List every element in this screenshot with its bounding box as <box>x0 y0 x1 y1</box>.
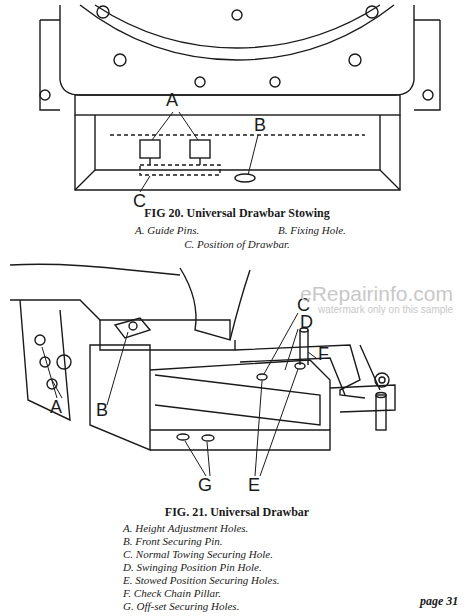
callout-letter: D <box>300 313 313 333</box>
legend-line: D. Swinging Position Pin Hole. <box>123 561 262 573</box>
callout-letter: A <box>50 398 62 418</box>
legend-line: G. Off-set Securing Holes. <box>123 600 239 612</box>
fig20-leader-lines <box>140 112 258 192</box>
legend-line: C. Normal Towing Securing Hole. <box>123 548 273 560</box>
callout-letter: C <box>133 192 146 212</box>
callout-letter: A <box>166 91 178 111</box>
legend-line: E. Stowed Position Securing Holes. <box>123 574 279 586</box>
legend-line: B. Fixing Hole. <box>278 224 346 236</box>
legend-line: A. Height Adjustment Holes. <box>123 522 248 534</box>
callout-letter: E <box>248 476 260 496</box>
fig21-leader-lines <box>42 313 316 476</box>
legend-line: F. Check Chain Pillar. <box>123 587 221 599</box>
fig20-housing <box>40 5 440 190</box>
callout-letter: F <box>318 345 329 365</box>
figure-caption: FIG 20. Universal Drawbar Stowing <box>144 207 329 220</box>
callout-letter: G <box>198 476 212 496</box>
legend-line: B. Front Securing Pin. <box>123 535 223 547</box>
figure-caption: FIG. 21. Universal Drawbar <box>165 506 309 519</box>
watermark: watermark only on this sample <box>318 304 453 315</box>
watermark: eRepairinfo.com <box>300 282 453 305</box>
page-number: page 31 <box>420 595 458 608</box>
legend-line: A. Guide Pins. <box>135 224 199 236</box>
callout-letter: B <box>254 116 266 136</box>
legend-line: C. Position of Drawbar. <box>184 238 289 250</box>
callout-letter: B <box>96 401 108 421</box>
